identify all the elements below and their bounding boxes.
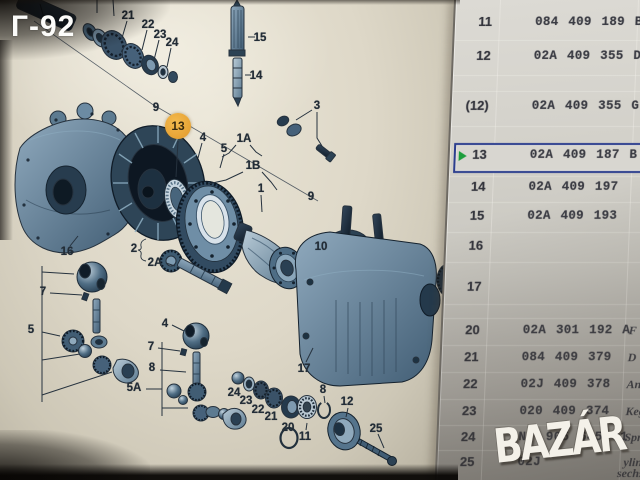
- part-number: 02A 409 355 D: [533, 49, 640, 63]
- callout-5A[interactable]: 5A: [126, 382, 142, 394]
- row-separator: [446, 232, 640, 233]
- callout-20[interactable]: 20: [281, 422, 295, 434]
- callout-11[interactable]: 11: [298, 431, 312, 443]
- item-number: 24: [460, 429, 476, 444]
- table-row-21[interactable]: 21 084 409 379 D: [441, 349, 640, 367]
- item-number: 17: [466, 279, 482, 294]
- part-number: 084 409 379: [521, 350, 612, 364]
- item-number: 14: [470, 179, 486, 194]
- item-number: 23: [461, 403, 477, 418]
- part-number: 02A 409 193: [527, 209, 618, 223]
- part-number: 02A 409 197: [528, 180, 619, 194]
- callout-5[interactable]: 5: [27, 324, 35, 336]
- callout-24[interactable]: 24: [165, 37, 179, 49]
- diagram-art: [14, 0, 460, 466]
- part-description-fragment: An: [626, 377, 640, 391]
- row-separator: [442, 345, 640, 346]
- callout-21[interactable]: 21: [264, 411, 278, 423]
- callout-1A[interactable]: 1A: [236, 133, 252, 145]
- callout-3[interactable]: 3: [313, 100, 321, 112]
- callout-4[interactable]: 4: [199, 132, 207, 144]
- callout-2A[interactable]: 2A: [147, 257, 163, 269]
- selection-arrow-icon: [458, 151, 467, 161]
- table-row-11[interactable]: 11 084 409 189 B: [455, 14, 640, 32]
- part-number: 02A 301 192 A: [522, 323, 631, 337]
- part-description-fragment: F: [628, 323, 638, 337]
- row-separator: [448, 176, 640, 177]
- row-separator: [447, 202, 640, 203]
- item-number: (12): [465, 98, 490, 113]
- table-row-12[interactable]: (12) 02A 409 355 G: [451, 98, 640, 116]
- row-separator: [443, 304, 640, 305]
- table-row-17[interactable]: 17: [444, 279, 640, 297]
- part-description-fragment: Spr: [624, 430, 640, 444]
- item-number: 20: [464, 322, 481, 337]
- callout-7[interactable]: 7: [39, 286, 47, 298]
- part-description-fragment: D: [627, 350, 637, 364]
- table-row-13[interactable]: 13 02A 409 187 B: [449, 147, 640, 165]
- item-number: 11: [478, 14, 493, 29]
- callout-9[interactable]: 9: [152, 102, 160, 114]
- callout-1B[interactable]: 1B: [245, 160, 261, 172]
- part-number: 084 409 189 B: [534, 15, 640, 29]
- callout-5[interactable]: 5: [220, 143, 228, 155]
- row-separator: [443, 318, 640, 319]
- table-row-15[interactable]: 15 02A 409 193: [447, 208, 640, 226]
- item-number: 12: [476, 48, 492, 63]
- row-separator: [454, 40, 640, 41]
- callout-15[interactable]: 15: [253, 32, 267, 44]
- callout-17[interactable]: 17: [297, 363, 311, 375]
- highlighted-callout-13[interactable]: 13: [165, 113, 191, 139]
- corner-label: Г-92: [11, 10, 76, 43]
- part-number: 02A 409 187 B: [529, 148, 638, 162]
- callout-2[interactable]: 2: [130, 243, 138, 255]
- callout-22[interactable]: 22: [141, 19, 155, 31]
- callout-9[interactable]: 9: [307, 191, 315, 203]
- row-separator: [445, 262, 640, 263]
- callout-12[interactable]: 12: [340, 396, 354, 408]
- callout-4[interactable]: 4: [161, 318, 169, 330]
- callout-23[interactable]: 23: [239, 395, 253, 407]
- callout-8[interactable]: 8: [148, 362, 156, 374]
- item-number: 16: [468, 238, 484, 253]
- callout-14[interactable]: 14: [249, 70, 263, 82]
- row-separator: [452, 75, 640, 76]
- part-number: 02J 409 378: [520, 377, 611, 391]
- table-row-12[interactable]: 12 02A 409 355 D: [453, 48, 640, 66]
- row-separator: [450, 126, 640, 127]
- callout-16[interactable]: 16: [60, 246, 74, 258]
- item-number: 13: [472, 147, 488, 162]
- part-description-fragment-line2: sechs: [616, 466, 640, 480]
- part-description-fragment: Keg: [625, 404, 640, 418]
- callout-24[interactable]: 24: [227, 387, 241, 399]
- item-number: 25: [459, 454, 475, 469]
- part-number: 02A 409 355 G: [531, 99, 640, 113]
- row-separator: [439, 399, 640, 400]
- callout-8[interactable]: 8: [319, 384, 327, 396]
- row-separator: [441, 372, 640, 373]
- item-number: 21: [463, 349, 479, 364]
- callout-23[interactable]: 23: [153, 29, 167, 41]
- callout-1[interactable]: 1: [257, 183, 265, 195]
- callout-22[interactable]: 22: [251, 404, 265, 416]
- item-number: 15: [469, 208, 485, 223]
- callout-7[interactable]: 7: [147, 341, 155, 353]
- callout-21[interactable]: 21: [121, 10, 135, 22]
- table-row-16[interactable]: 16: [446, 238, 640, 256]
- table-row-14[interactable]: 14 02A 409 197: [448, 179, 640, 197]
- callout-10[interactable]: 10: [314, 241, 328, 253]
- table-row-22[interactable]: 22 02J 409 378 An: [440, 376, 640, 394]
- item-number: 22: [462, 376, 478, 391]
- row-separator: [452, 91, 640, 92]
- callout-25[interactable]: 25: [369, 423, 383, 435]
